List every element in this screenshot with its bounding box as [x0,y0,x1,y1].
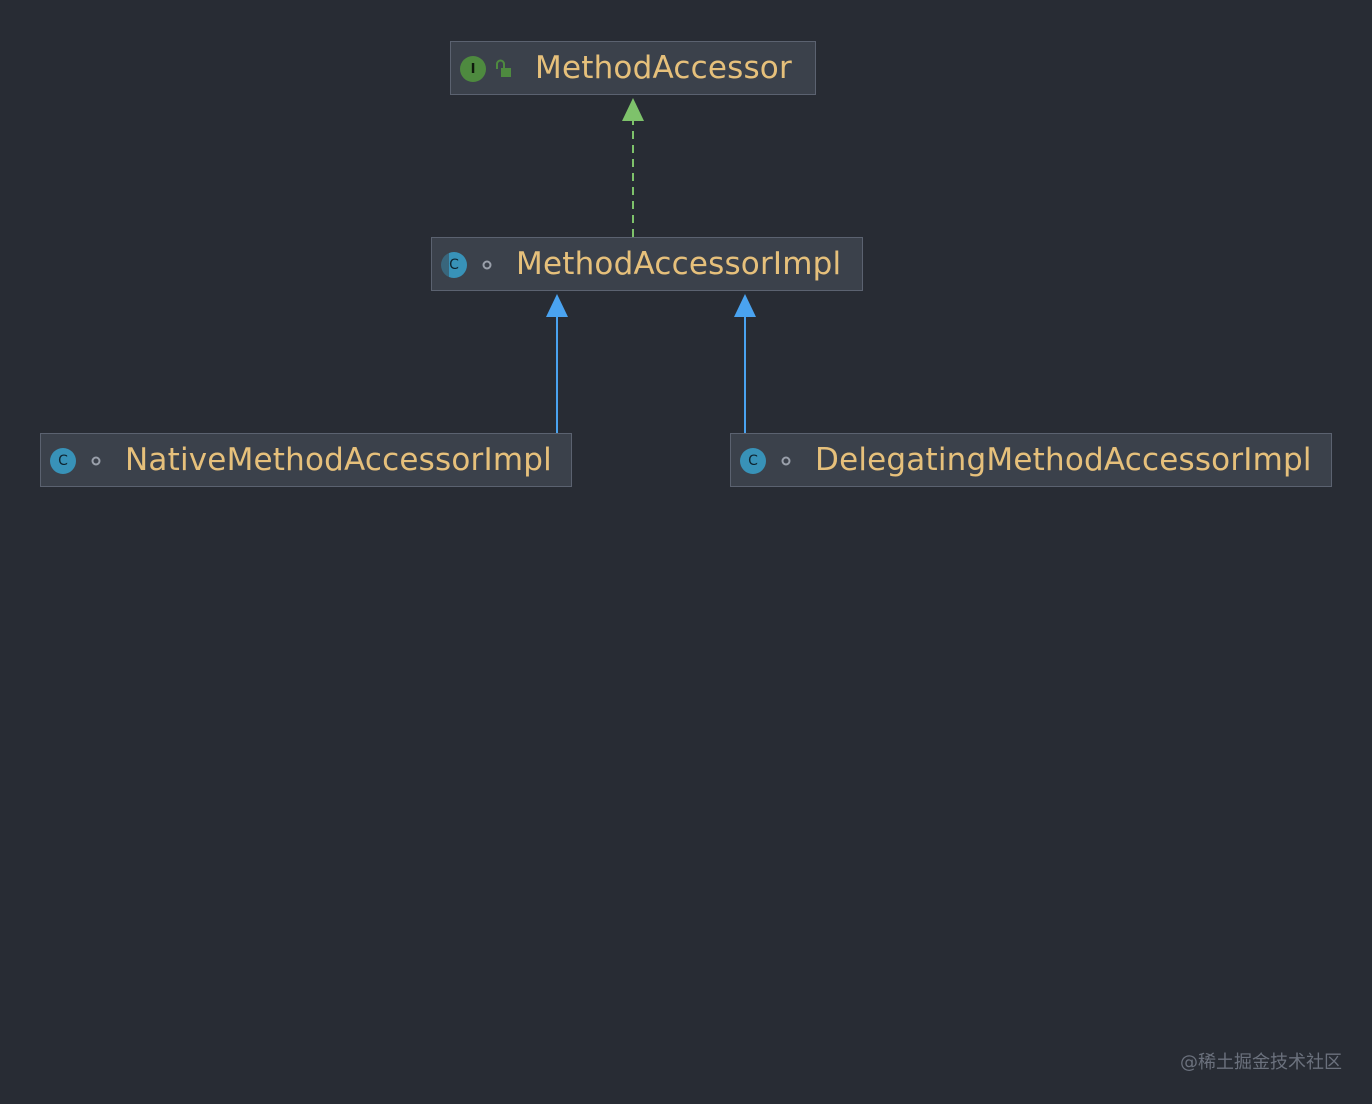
public-unlocked-icon [496,59,511,77]
package-private-icon [781,456,791,466]
interface-icon-letter: I [470,61,476,77]
interface-icon: I [460,56,486,82]
node-method-accessor[interactable]: I MethodAccessor [450,41,816,95]
node-label: DelegatingMethodAccessorImpl [815,442,1312,478]
abstract-class-icon: C [441,252,467,278]
package-private-icon [482,260,492,270]
abstract-class-icon-letter: C [449,257,459,273]
watermark: @稀土掘金技术社区 [1180,1052,1342,1073]
class-icon: C [50,448,76,474]
edge-extends-delegating [734,294,756,433]
node-label: MethodAccessor [535,50,792,86]
node-native-method-accessor-impl[interactable]: C NativeMethodAccessorImpl [40,433,572,487]
class-icon-letter: C [58,453,68,469]
edge-implements [622,98,644,237]
node-label: NativeMethodAccessorImpl [125,442,552,478]
node-label: MethodAccessorImpl [516,246,842,282]
class-icon: C [740,448,766,474]
node-method-accessor-impl[interactable]: C MethodAccessorImpl [431,237,863,291]
node-delegating-method-accessor-impl[interactable]: C DelegatingMethodAccessorImpl [730,433,1332,487]
class-icon-letter: C [748,453,758,469]
package-private-icon [91,456,101,466]
edge-extends-native [546,294,568,433]
